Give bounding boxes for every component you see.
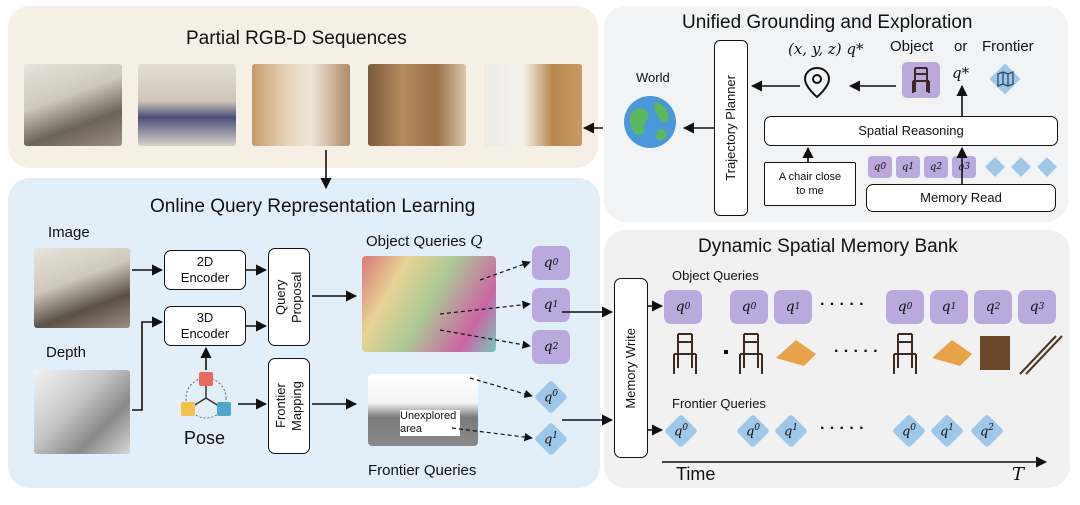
frontier-queries-title: Frontier Queries [368,462,477,479]
memory-read-box: Memory Read [866,184,1056,212]
location-pin-icon [800,64,834,102]
memory-write: Memory Write [614,278,648,458]
unified-title: Unified Grounding and Exploration [682,12,973,33]
depth-label: Depth [46,344,87,361]
pose-label: Pose [184,428,226,448]
online-frontier-query-0: q0 [534,380,568,414]
world-label: World [636,70,670,85]
online-title: Online Query Representation Learning [150,196,476,217]
memory-frontier-queries-title: Frontier Queries [672,396,766,411]
mem-frontier-query-t1-0: q0 [736,414,770,448]
memory-object-queries-title: Object Queries [672,268,759,283]
xyz-label: (x, y, z) q* [788,40,864,58]
memread-frontier-queries [982,154,1062,180]
time-T-label: T [1012,464,1025,485]
image-label: Image [48,224,90,241]
query-proposal: Query Proposal [268,248,310,346]
object-queries-title: Object Queries Q [366,232,483,250]
rgbd-frame-2 [138,64,236,146]
rgbd-frame-3 [252,64,350,146]
mem-frontier-query-t0-0: q0 [664,414,698,448]
mem-objects-row: · · · · · [664,330,1064,380]
rgbd-frame-4 [368,64,466,146]
online-frontier-query-1: q1 [534,422,568,456]
query-text-box: A chair close to me [764,162,856,206]
chair-icon [902,62,940,98]
rgbd-title: Partial RGB-D Sequences [186,28,407,49]
globe-icon [622,94,678,150]
mem-frontier-query-tT-0: q0 [892,414,926,448]
time-label: Time [676,464,716,484]
rgbd-frame-5 [484,64,582,146]
input-image [34,248,130,328]
pose-axes-icon [176,370,236,422]
object-pointcloud [362,256,496,352]
unexplored-label: Unexplored area [400,410,460,436]
encoder-2d: 2D Encoder [164,250,246,290]
encoder-3d: 3D Encoder [164,306,246,346]
object-label: Object [890,38,934,55]
mem-frontier-query-t1-1: q1 [774,414,808,448]
spatial-reasoning-box: Spatial Reasoning [764,116,1058,146]
input-depth [34,370,130,454]
rgbd-frame-1 [24,64,122,146]
mem-frontier-query-tT-1: q1 [930,414,964,448]
mem-dots-object: · · · · · [820,296,865,313]
memory-title: Dynamic Spatial Memory Bank [698,236,958,257]
or-label: or [954,38,968,55]
mem-frontier-query-tT-2: q2 [970,414,1004,448]
frontier-label: Frontier [982,38,1034,55]
qstar-label: q* [952,64,970,82]
map-icon [986,60,1024,98]
frontier-mapping: Frontier Mapping [268,358,310,454]
mem-dots-frontier: · · · · · [820,420,865,437]
trajectory-planner: Trajectory Planner [714,40,748,216]
svg-text:· · · · ·: · · · · · [834,343,878,360]
object-queries-symbol: Q [470,232,483,250]
